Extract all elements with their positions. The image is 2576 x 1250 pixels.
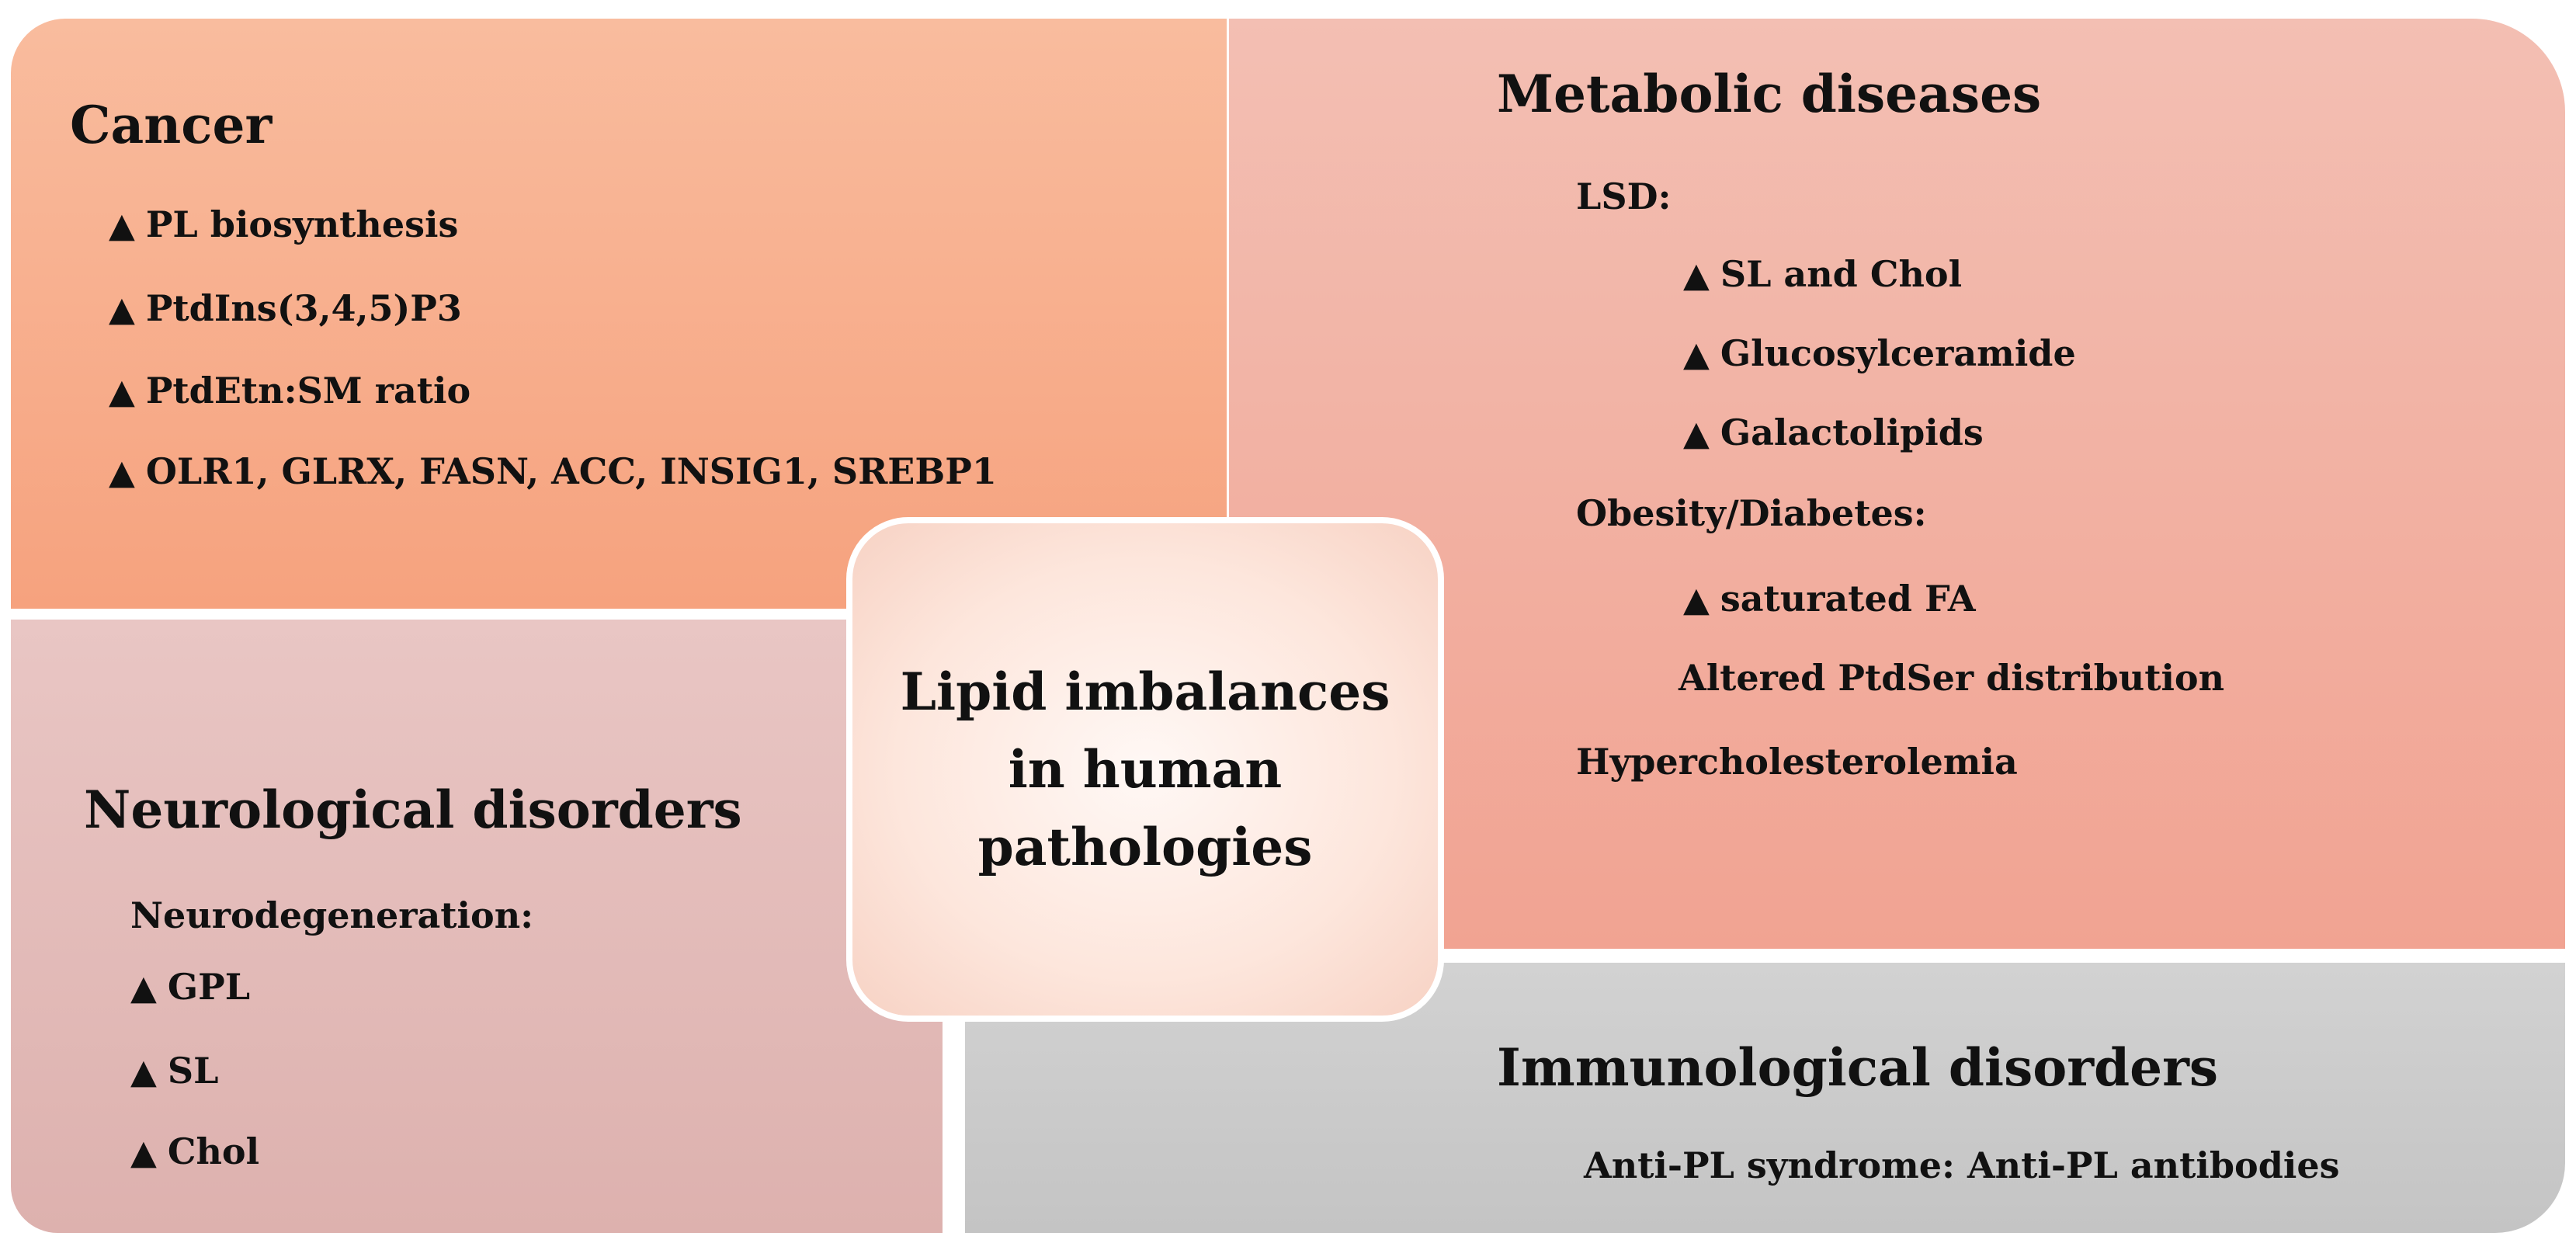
lsd-item-label: Galactolipids bbox=[1720, 411, 1984, 453]
obesity-item-label: saturated FA bbox=[1720, 578, 1976, 620]
neurological-disorders-panel bbox=[11, 620, 943, 1233]
center-title-line: pathologies bbox=[977, 817, 1313, 877]
up-triangle-icon: ▲ bbox=[1683, 414, 1710, 453]
center-title-line: in human bbox=[1008, 739, 1283, 800]
center-title-box: Lipid imbalances in human pathologies bbox=[846, 517, 1444, 1022]
anti-pl-syndrome-text: Anti-PL syndrome: Anti-PL antibodies bbox=[1584, 1144, 2340, 1186]
obesity-label: Obesity/Diabetes: bbox=[1576, 492, 1927, 534]
lsd-item: ▲SL and Chol bbox=[1683, 253, 1962, 295]
obesity-note: Altered PtdSer distribution bbox=[1679, 657, 2225, 699]
cancer-item-label: OLR1, GLRX, FASN, ACC, INSIG1, SREBP1 bbox=[145, 450, 997, 492]
neuro-item-label: Chol bbox=[167, 1130, 260, 1172]
up-triangle-icon: ▲ bbox=[109, 372, 135, 411]
cancer-item-label: PL biosynthesis bbox=[145, 203, 459, 245]
neuro-item-label: SL bbox=[167, 1050, 219, 1092]
center-title-line: Lipid imbalances bbox=[900, 661, 1390, 722]
cancer-item: ▲ PtdIns(3,4,5)P3 bbox=[109, 287, 462, 329]
immunological-title: Immunological disorders bbox=[1497, 1037, 2219, 1098]
neurodegeneration-label: Neurodegeneration: bbox=[130, 894, 534, 936]
up-triangle-icon: ▲ bbox=[109, 206, 135, 245]
up-triangle-icon: ▲ bbox=[1683, 335, 1710, 374]
hypercholesterolemia-label: Hypercholesterolemia bbox=[1576, 741, 2018, 783]
up-triangle-icon: ▲ bbox=[130, 968, 157, 1008]
up-triangle-icon: ▲ bbox=[1683, 255, 1710, 295]
lsd-item: ▲ Glucosylceramide bbox=[1683, 332, 2076, 374]
obesity-item: ▲saturated FA bbox=[1683, 578, 1976, 620]
up-triangle-icon: ▲ bbox=[109, 453, 135, 492]
cancer-panel bbox=[11, 19, 1227, 609]
cancer-item: ▲ PtdEtn:SM ratio bbox=[109, 370, 470, 411]
cancer-title: Cancer bbox=[70, 95, 273, 155]
lsd-label: LSD: bbox=[1576, 175, 1672, 217]
up-triangle-icon: ▲ bbox=[1683, 580, 1710, 620]
lsd-item-label: SL and Chol bbox=[1720, 253, 1963, 295]
neuro-item-label: GPL bbox=[167, 966, 251, 1008]
neuro-item: ▲SL bbox=[130, 1050, 218, 1092]
up-triangle-icon: ▲ bbox=[130, 1052, 157, 1092]
cancer-item: ▲ PL biosynthesis bbox=[109, 203, 458, 245]
neuro-item: ▲ Chol bbox=[130, 1130, 259, 1172]
lsd-item: ▲ Galactolipids bbox=[1683, 411, 1984, 453]
neurological-title: Neurological disorders bbox=[84, 780, 742, 840]
cancer-item-label: PtdIns(3,4,5)P3 bbox=[145, 287, 462, 329]
cancer-item: ▲ OLR1, GLRX, FASN, ACC, INSIG1, SREBP1 bbox=[109, 450, 997, 492]
metabolic-title: Metabolic diseases bbox=[1497, 64, 2042, 124]
neuro-item: ▲GPL bbox=[130, 966, 250, 1008]
up-triangle-icon: ▲ bbox=[130, 1133, 157, 1172]
metabolic-diseases-panel bbox=[1229, 19, 2565, 949]
cancer-item-label: PtdEtn:SM ratio bbox=[145, 370, 471, 411]
up-triangle-icon: ▲ bbox=[109, 290, 135, 329]
lsd-item-label: Glucosylceramide bbox=[1720, 332, 2076, 374]
